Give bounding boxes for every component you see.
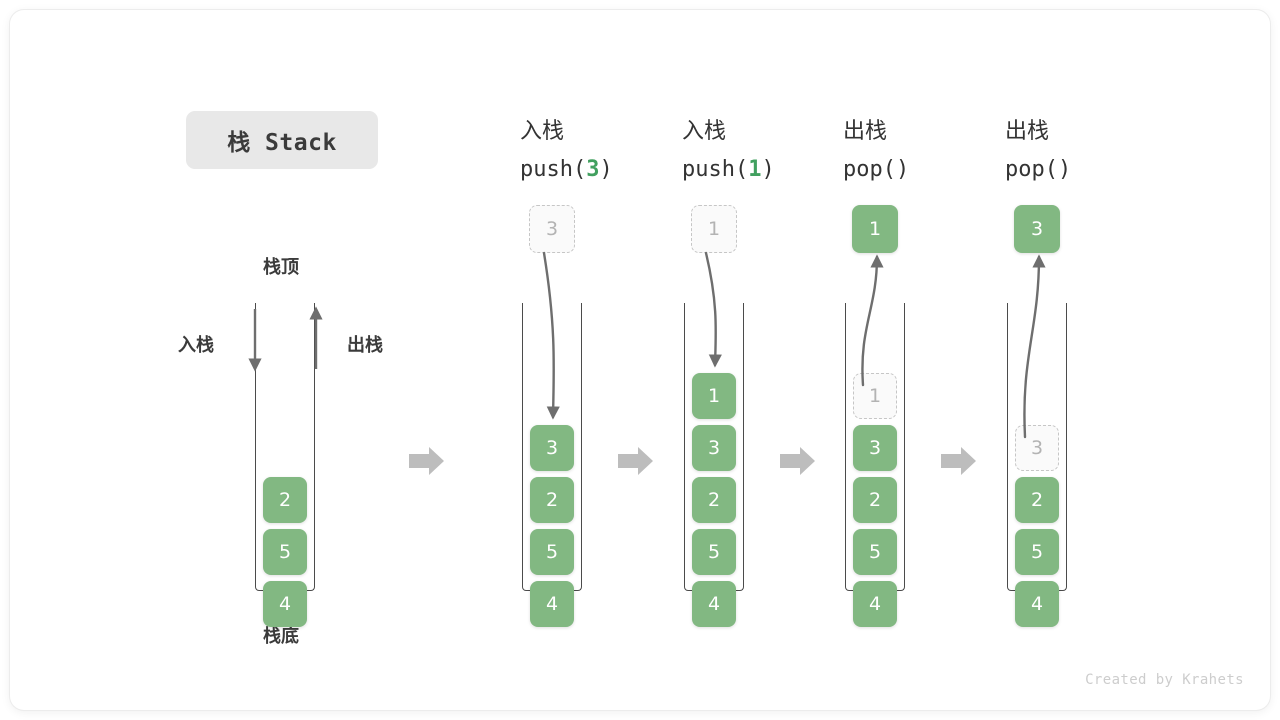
column-header-cn-push-3: 入栈: [520, 119, 565, 144]
stack-cell-pop-1-5: 5: [853, 529, 897, 575]
float-box-push-3: 3: [529, 205, 575, 253]
column-header-cn-pop-2: 出栈: [1005, 119, 1050, 144]
stack-cell-initial-2: 2: [263, 477, 307, 523]
stack-column-pop-1: 1 3 2 5 4 1: [814, 10, 974, 710]
stack-cell-pop-2-5: 5: [1015, 529, 1059, 575]
column-header-code-push-3: push(3): [520, 157, 613, 182]
column-header-push-1: 入栈 push(1): [682, 113, 882, 189]
column-header-cn-pop-1: 出栈: [843, 119, 888, 144]
stack-column-initial: 2 5 4: [224, 10, 384, 710]
stack-cell-push-3-4: 4: [530, 581, 574, 627]
stack-cell-pop-2-2: 2: [1015, 477, 1059, 523]
float-box-pop-2: 3: [1014, 205, 1060, 253]
stack-cell-initial-4: 4: [263, 581, 307, 627]
column-header-arg-push-1: 1: [748, 157, 762, 182]
stack-cell-push-1-2: 2: [692, 477, 736, 523]
stack-cell-pop-1-3: 3: [853, 425, 897, 471]
stack-cell-push-3-2: 2: [530, 477, 574, 523]
pop-side-label: 出栈: [347, 335, 383, 356]
column-header-cn-push-1: 入栈: [682, 119, 727, 144]
title-badge: 栈 Stack: [186, 111, 378, 169]
column-header-code-pop-2: pop(): [1005, 157, 1072, 182]
stack-cell-pop-1-4: 4: [853, 581, 897, 627]
stack-cell-push-1-1: 1: [692, 373, 736, 419]
column-header-pop-1: 出栈 pop(): [843, 113, 1043, 189]
stack-cell-push-1-4: 4: [692, 581, 736, 627]
float-box-push-1: 1: [691, 205, 737, 253]
column-header-code-push-1: push(1): [682, 157, 775, 182]
stack-cell-initial-5: 5: [263, 529, 307, 575]
stack-cell-push-3-5: 5: [530, 529, 574, 575]
step-arrow-1: [409, 447, 444, 475]
stack-top-label: 栈顶: [263, 257, 299, 278]
stack-cell-pop-2-4: 4: [1015, 581, 1059, 627]
stack-cell-push-1-5: 5: [692, 529, 736, 575]
stack-ghost-cell-pop-1-1: 1: [853, 373, 897, 419]
stack-column-push-3: 3 2 5 4 3: [491, 10, 651, 710]
push-side-label: 入栈: [178, 335, 214, 356]
stack-cell-push-1-3: 3: [692, 425, 736, 471]
column-header-arg-push-3: 3: [586, 157, 600, 182]
column-header-code-pop-1: pop(): [843, 157, 910, 182]
stack-ghost-cell-pop-2-3: 3: [1015, 425, 1059, 471]
stack-bottom-label: 栈底: [263, 626, 299, 647]
column-header-pop-2: 出栈 pop(): [1005, 113, 1205, 189]
column-header-push-3: 入栈 push(3): [520, 113, 720, 189]
stack-cell-push-3-3: 3: [530, 425, 574, 471]
float-box-pop-1: 1: [852, 205, 898, 253]
watermark: Created by Krahets: [1085, 672, 1244, 688]
stack-cell-pop-1-2: 2: [853, 477, 897, 523]
stack-column-pop-2: 3 2 5 4 3: [976, 10, 1136, 710]
stack-column-push-1: 1 3 2 5 4 1: [653, 10, 813, 710]
